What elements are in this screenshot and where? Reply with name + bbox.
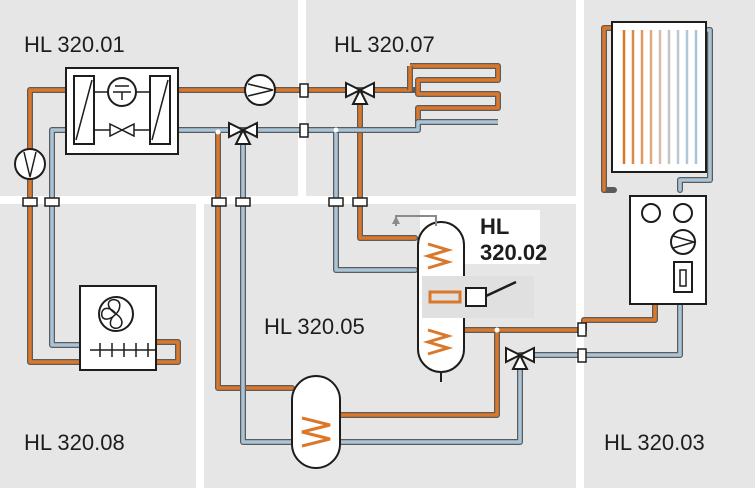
pump-icon xyxy=(244,74,276,106)
three-way-valve-icon xyxy=(228,121,258,145)
module-labels: HL 320.01 HL 320.07 HL 320.02 HL 320.05 … xyxy=(24,32,705,455)
label-hl32003: HL 320.03 xyxy=(604,430,705,455)
solar-station-controller xyxy=(629,195,707,305)
label-hl32001: HL 320.01 xyxy=(24,32,125,57)
label-hl32002-line2: 320.02 xyxy=(480,240,547,265)
panel-hl32007 xyxy=(306,0,576,196)
three-way-valve-icon xyxy=(505,346,535,370)
solar-collector xyxy=(611,21,707,173)
air-heat-exchanger xyxy=(79,285,157,371)
electric-heater-icon xyxy=(428,290,462,304)
label-hl32007: HL 320.07 xyxy=(334,32,435,57)
label-hl32005: HL 320.05 xyxy=(264,314,365,339)
label-hl32008: HL 320.08 xyxy=(24,430,125,455)
heat-pump-unit xyxy=(65,67,179,155)
expansion-valve-icon xyxy=(109,122,135,138)
electric-heater-box xyxy=(422,276,534,318)
buffer-tank xyxy=(291,375,341,469)
pipe-couplings xyxy=(22,83,587,363)
junction-dots xyxy=(215,127,500,333)
label-hl32002-line1: HL xyxy=(480,214,509,239)
pump-icon xyxy=(14,148,46,180)
three-way-valve-icon xyxy=(345,81,375,105)
floor-heating-coil xyxy=(336,63,501,133)
